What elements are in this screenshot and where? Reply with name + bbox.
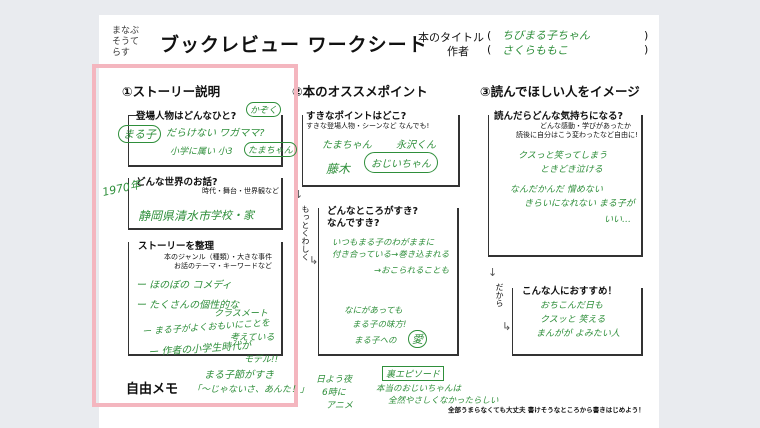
logo: まなぶそうてらす [112, 26, 140, 58]
recommend-question: こんな人におすすめ！ [522, 286, 618, 297]
book-title-value: ちびまる子ちゃん [502, 29, 590, 42]
handwriting: だらけない ワガママ? [166, 128, 265, 139]
favorite-question: すきなポイントはどこ? [306, 111, 407, 122]
handwriting: きらいになれない まる子が [524, 199, 635, 209]
handwriting: 永沢くん [396, 140, 436, 151]
handwriting: 裏エピソード [382, 366, 445, 381]
world-box [128, 178, 283, 230]
paren-close: ) [644, 43, 649, 56]
story-box [128, 242, 283, 356]
handwriting: まる子 [118, 125, 161, 143]
characters-question: 登場人物はどんなひと? [136, 111, 237, 122]
handwriting: 日よう夜 [316, 375, 353, 385]
handwriting: いい… [604, 215, 632, 225]
feeling-subtext-2: 読後に自分はこう変わったなど自由に! [516, 131, 638, 139]
handwriting: 学校・家 [210, 209, 254, 222]
handwriting: 小学に属い 小3 [170, 147, 233, 157]
story-subtext-1: 本のジャンル（種類）・大きな事件 [164, 253, 273, 261]
paren-open: ( [487, 43, 492, 56]
handwriting: まる子への [354, 336, 397, 346]
section-target-reader: ③読んでほしい人をイメージ [480, 84, 640, 99]
why-question-2: なんですき? [327, 218, 380, 229]
handwriting: モデル!! [244, 355, 279, 365]
handwriting: 全然やさしくなかったらしい [388, 396, 499, 406]
feeling-box [488, 115, 643, 257]
handwriting: 静岡県清水市 [138, 209, 211, 223]
why-question: どんなところがすき? [327, 206, 419, 217]
arrow-down-icon: ↓ [488, 266, 498, 279]
handwriting: ー ほのぼの コメディ [136, 280, 232, 291]
highlight-frame [92, 64, 298, 407]
favorite-box [302, 115, 460, 187]
handwriting: たまちゃん [322, 140, 372, 151]
more-detail-label: もっとくわしく [301, 205, 310, 261]
handwriting: 「〜じゃないさ、あんた！」 [192, 385, 310, 395]
handwriting: 考えている [230, 333, 275, 343]
handwriting: まんがが よみたい人 [536, 329, 620, 339]
recommend-box [512, 288, 643, 356]
feeling-subtext-1: どんな感動・学びがあったか [540, 122, 631, 130]
handwriting: アニメ [326, 401, 353, 411]
arrow-right-icon: ↳ [502, 320, 512, 333]
handwriting: 藤木 [326, 162, 351, 176]
paren-close: ) [644, 29, 649, 42]
handwriting: クスっと笑ってしまう [518, 151, 608, 161]
arrow-right-icon: ↳ [309, 254, 319, 267]
section-story: ①ストーリー説明 [122, 84, 221, 99]
author-value: さくらももこ [502, 44, 568, 57]
world-subtext: 時代・舞台・世界観など [202, 187, 279, 195]
handwriting: ー たくさんの個性的な [136, 300, 240, 311]
why-box [318, 208, 459, 356]
arrow-down-icon: ↓ [294, 188, 304, 201]
free-memo-label: 自由メモ [126, 382, 179, 397]
favorite-subtext: すきな登場人物・シーンなど なんでも! [306, 122, 430, 130]
handwriting: かぞく [246, 102, 282, 117]
story-question: ストーリーを整理 [138, 241, 215, 252]
handwriting: まる子の味方! [352, 320, 407, 330]
handwriting: おじいちゃん [364, 152, 438, 173]
feeling-question: 読んだらどんな気持ちになる? [494, 111, 624, 122]
worksheet-page [99, 15, 659, 428]
handwriting: まる子節がすき [204, 370, 274, 381]
therefore-label: だから [495, 283, 504, 307]
handwriting: 本当のおじいちゃんは [376, 384, 462, 394]
author-label: 作者 [447, 45, 469, 58]
story-subtext-2: お話のテーマ・キーワードなど [174, 262, 272, 270]
handwriting: クスッと 笑える [540, 315, 606, 325]
footer-note: 全部うまらなくても大丈夫 書けそうなところから書きはじめよう！ [448, 406, 645, 414]
section-recommend-points: ②本のオススメポイント [292, 84, 428, 99]
handwriting: なにがあっても [344, 306, 403, 316]
handwriting: なんだかんだ 憎めない [510, 185, 603, 195]
handwriting: いつもまる子のわがままに [332, 238, 435, 248]
handwriting: ときどき泣ける [540, 165, 603, 175]
handwriting: 6時に [322, 388, 346, 398]
world-question: どんな世界のお話? [136, 177, 218, 188]
handwriting: おちこんだ日も [540, 301, 604, 311]
page-title: ブックレビュー ワークシート [160, 34, 428, 56]
handwriting: たまちゃん [244, 142, 297, 157]
handwriting: →おこられることも [374, 266, 450, 276]
handwriting: 愛 [408, 330, 427, 348]
paren-open: ( [487, 29, 492, 42]
handwriting: クラスメート [214, 309, 268, 319]
handwriting: 付き合っている→巻き込まれる [332, 250, 450, 260]
book-title-label: 本のタイトル [418, 31, 484, 44]
